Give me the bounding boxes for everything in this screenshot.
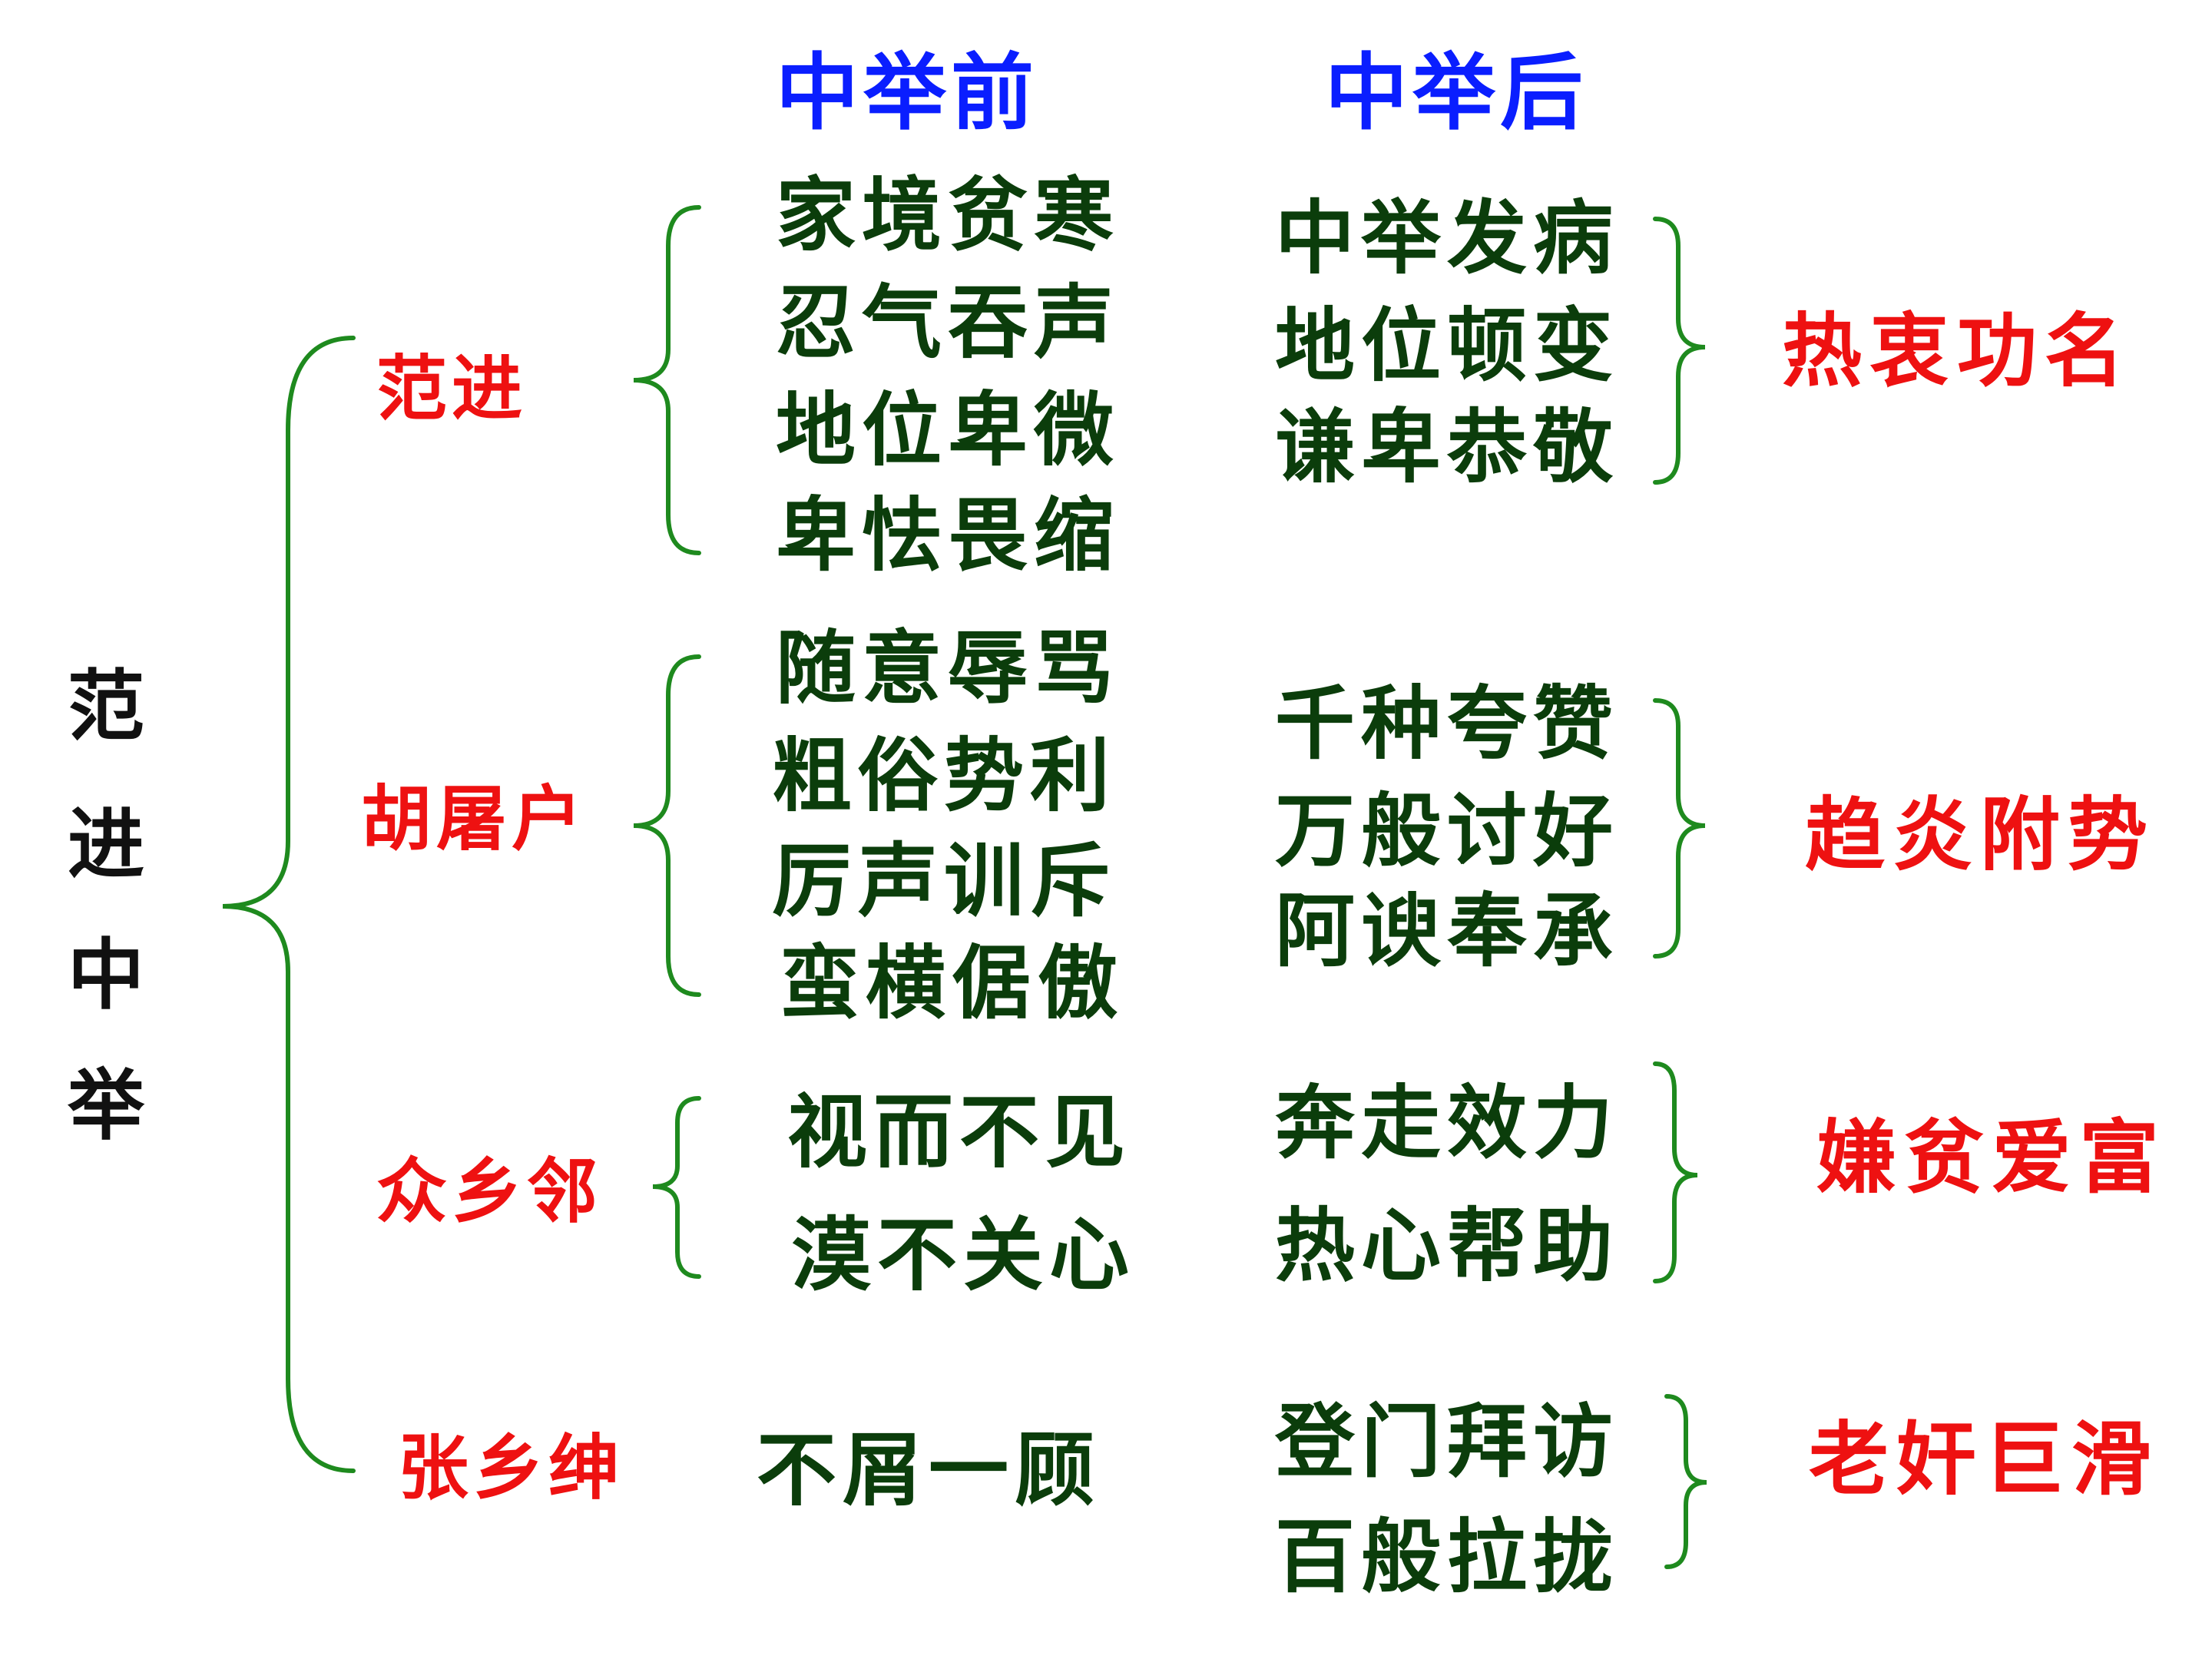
before-phrase: 漠不关心 [791, 1207, 1136, 1302]
summary-fanjin: 热衷功名 [1782, 303, 2133, 398]
before-phrase: 视而不见 [787, 1084, 1132, 1179]
root-char-2: 进 [68, 800, 144, 889]
before-phrase: 厉声训斥 [772, 833, 1117, 928]
after-phrase: 阿谀奉承 [1275, 883, 1620, 978]
brace-after-fanjin [1653, 217, 1706, 485]
root-char-4: 举 [68, 1061, 144, 1151]
header-before: 中举前 [776, 45, 1039, 141]
after-phrase: 万般讨好 [1275, 783, 1620, 878]
brace-before-fanjin [633, 205, 701, 555]
before-phrase: 忍气吞声 [776, 275, 1121, 369]
after-phrase: 谦卑恭敬 [1275, 399, 1620, 494]
root-brace [222, 336, 356, 1473]
brace-after-xianglin [1653, 1061, 1698, 1283]
after-phrase: 奔走效力 [1275, 1075, 1620, 1170]
before-phrase: 地位卑微 [776, 382, 1121, 477]
brace-after-hutuhu [1653, 698, 1706, 959]
after-phrase: 热心帮助 [1275, 1198, 1620, 1293]
group-name-zhang: 张乡绅 [398, 1426, 624, 1509]
before-phrase: 粗俗势利 [772, 728, 1117, 823]
brace-before-xianglin [652, 1096, 701, 1279]
brace-after-zhang [1664, 1394, 1707, 1569]
group-name-fanjin: 范进 [376, 347, 528, 430]
after-phrase: 中举发病 [1275, 190, 1620, 285]
before-phrase: 蛮横倨傲 [780, 935, 1124, 1030]
after-phrase: 千种夸赞 [1275, 676, 1620, 770]
before-phrase: 卑怯畏缩 [776, 488, 1121, 582]
after-phrase: 百般拉拢 [1275, 1509, 1620, 1604]
header-after: 中举后 [1325, 45, 1588, 141]
before-phrase: 随意辱骂 [776, 621, 1121, 715]
before-phrase: 家境贫寒 [776, 167, 1121, 262]
summary-zhang: 老奸巨滑 [1809, 1412, 2160, 1506]
after-phrase: 地位顿变 [1275, 298, 1620, 392]
root-char-1: 范 [68, 661, 144, 751]
summary-xianglin: 嫌贫爱富 [1816, 1110, 2167, 1204]
group-name-hutuhu: 胡屠户 [361, 777, 588, 860]
group-name-xianglin: 众乡邻 [376, 1150, 603, 1233]
root-char-3: 中 [68, 930, 144, 1020]
after-phrase: 登门拜访 [1275, 1394, 1620, 1488]
summary-hutuhu: 趋炎附势 [1805, 787, 2156, 882]
before-phrase: 不屑一顾 [757, 1422, 1101, 1517]
brace-before-hutuhu [633, 654, 701, 997]
